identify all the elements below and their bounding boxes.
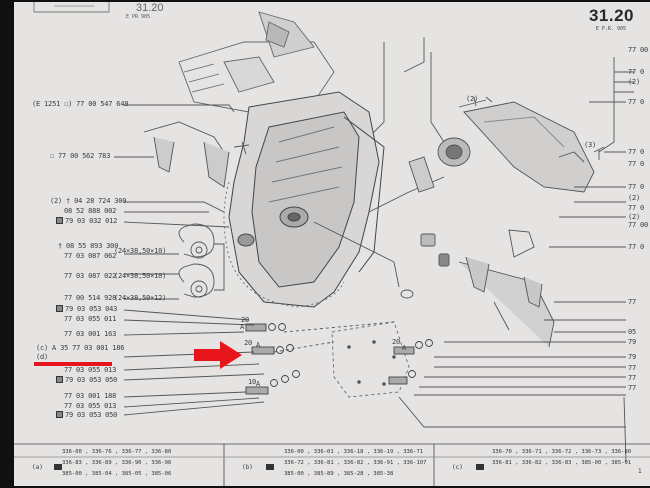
- part-label: 77 03 001 163: [64, 330, 117, 338]
- callout: 20: [392, 338, 401, 346]
- part-label: (E 1251 ☐) 77 00 547 649: [32, 100, 129, 108]
- part-label: 77 03 087 022: [64, 272, 117, 280]
- clutch-release-assembly: [408, 101, 605, 193]
- footer-type-list: 336-72 , 336-81 , 336-82 , 336-91 , 336-…: [284, 460, 427, 466]
- exploded-gearbox-drawing: [14, 2, 650, 486]
- part-label: 77 03 055 013: [64, 366, 117, 374]
- part-label: 77: [628, 384, 637, 392]
- part-label: 77 00: [628, 46, 649, 54]
- part-label: 77: [628, 374, 637, 382]
- part-label: ☐ 77 00 562 783: [50, 152, 111, 160]
- page-sub-left: E PR 905: [126, 14, 151, 20]
- part-label: 77 03 087 062: [64, 252, 117, 260]
- callout: A: [240, 323, 245, 331]
- part-label: 05: [628, 328, 637, 336]
- selector-fork-right: [458, 229, 555, 348]
- page-code-left: 31.20: [136, 2, 164, 14]
- part-label: 77 0: [628, 98, 645, 106]
- part-label: † 08 55 893 300: [58, 242, 119, 250]
- part-label: (c) A 35 77 03 001 186: [36, 344, 125, 352]
- part-label: 77 0: [628, 243, 645, 251]
- callout: (2): [466, 95, 479, 103]
- red-arrow-icon: [194, 341, 242, 369]
- footer-type-list: 336-00 , 336-01 , 336-18 , 336-19 , 336-…: [284, 449, 424, 455]
- part-label: 77: [628, 364, 637, 372]
- part-label: 77 0: [628, 204, 645, 212]
- part-label: 77 0: [628, 68, 645, 76]
- part-label: (2) † 04 28 724 300: [50, 197, 127, 205]
- callout: A: [402, 344, 407, 352]
- callout: (3): [584, 141, 597, 149]
- footer-type-list: 385-00 , 385-04 , 385-05 , 385-06: [62, 471, 172, 477]
- page-sub-right: E P.R. 905: [595, 26, 626, 32]
- page-code-right: 31.20: [588, 6, 634, 25]
- part-label: 77 03 001 188: [64, 392, 117, 400]
- bolt-set-left: [245, 323, 300, 395]
- bearing-spec: (24×38,50×10): [114, 272, 167, 280]
- part-label: 77 03 055 011: [64, 315, 117, 323]
- part-label: 79 03 053 043: [56, 305, 117, 313]
- part-label: 77 00 514 928: [64, 294, 117, 302]
- callout: A: [256, 380, 261, 388]
- bearing-spec: (24×38,50×10): [114, 247, 167, 255]
- part-label: 79 03 053 050: [56, 411, 117, 419]
- part-label: 79: [628, 353, 637, 361]
- part-label: 77 03 055 013: [64, 402, 117, 410]
- part-label: 77 0: [628, 148, 645, 156]
- part-label: (d): [36, 353, 49, 361]
- gearbox-overview-sketch: [178, 11, 335, 113]
- callout: 20: [244, 339, 253, 347]
- section-tag: (a): [32, 464, 43, 471]
- part-label: (2): [628, 78, 641, 86]
- page-corner-number: 1: [638, 468, 642, 475]
- part-label: (2): [628, 194, 641, 202]
- part-label: 77 0: [628, 183, 645, 191]
- callout: 10: [248, 378, 257, 386]
- selector-fork-left: [143, 121, 250, 188]
- part-label: 77: [628, 298, 637, 306]
- section-tag: (b): [242, 464, 253, 471]
- part-label: 77 0: [628, 160, 645, 168]
- part-label: 79 03 032 012: [56, 217, 117, 225]
- bell-housing: [228, 91, 385, 308]
- footer-type-list: 336-70 , 336-71 , 336-72 , 336-73 , 336-…: [492, 449, 632, 455]
- bolt-set-right: [388, 339, 433, 385]
- part-label: 08 52 888 002: [64, 207, 117, 215]
- footer-type-list: 336-00 , 336-76 , 336-77 , 336-80: [62, 449, 172, 455]
- footer-type-list: 336-83 , 336-89 , 336-90 , 336-96: [62, 460, 172, 466]
- footer-type-list: 385-00 , 385-89 , 385-28 , 385-38: [284, 471, 394, 477]
- bearing-sketches: [178, 223, 225, 298]
- part-label: 79 03 053 050: [56, 376, 117, 384]
- part-label: 77 00: [628, 221, 649, 229]
- part-label: (2): [628, 213, 641, 221]
- callout: 20: [241, 316, 250, 324]
- footer-type-list: 336-81 , 336-82 , 336-83 , 385-00 , 385-…: [492, 460, 632, 466]
- bearing-spec: (24×38,50×12): [114, 294, 167, 302]
- parts-catalog-page: 31.20 E PR 905 31.20 E P.R. 905: [14, 2, 650, 486]
- section-tag: (c): [452, 464, 463, 471]
- part-label: 79: [628, 338, 637, 346]
- callout: A: [256, 341, 261, 349]
